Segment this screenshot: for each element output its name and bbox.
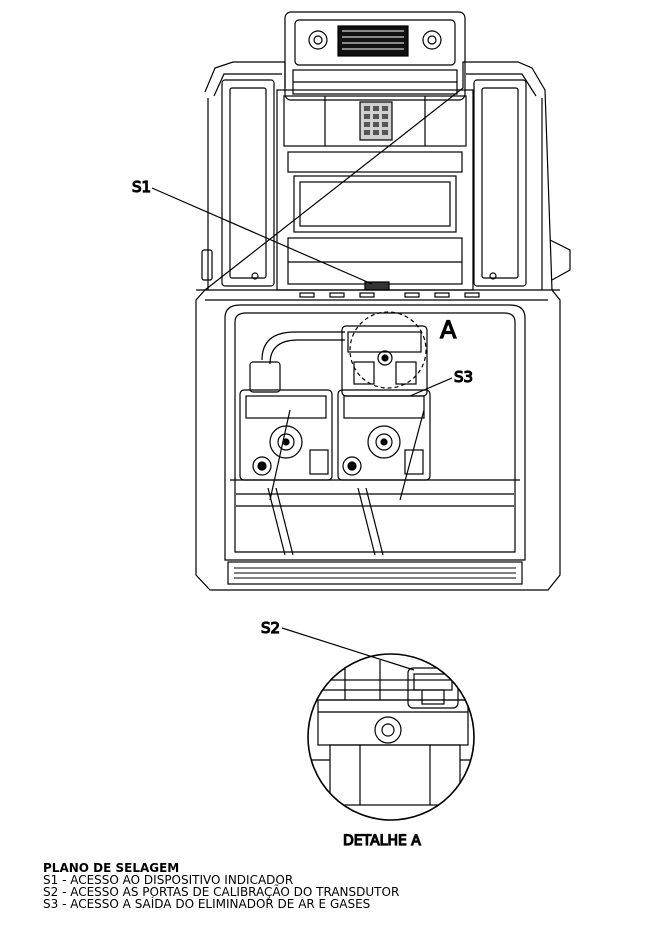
sealing-legend: PLANO DE SELAGEM S1 - ACESSO AO DISPOSIT… — [43, 862, 399, 910]
s1-leader — [151, 187, 373, 285]
detail-a-caption: DETALHE A — [343, 833, 421, 849]
detail-marker-label: A — [440, 316, 457, 344]
s2-label: S2 — [261, 619, 280, 637]
s1-label: S1 — [132, 178, 151, 196]
s3-leader — [409, 377, 453, 397]
s2-leader — [281, 627, 415, 671]
detail-a-view — [308, 660, 474, 806]
legend-item-s1: S1 - ACESSO AO DISPOSITIVO INDICADOR — [43, 873, 294, 887]
legend-item-s2: S2 - ACESSO AS PORTAS DE CALIBRAÇÃO DO T… — [43, 885, 400, 899]
legend-title: PLANO DE SELAGEM — [43, 861, 180, 875]
detail-a-circle — [307, 653, 475, 821]
s3-label: S3 — [454, 368, 473, 386]
dispenser-front-view — [195, 11, 571, 591]
legend-item-s3: S3 - ACESSO A SAÍDA DO ELIMINADOR DE AR … — [43, 897, 371, 911]
